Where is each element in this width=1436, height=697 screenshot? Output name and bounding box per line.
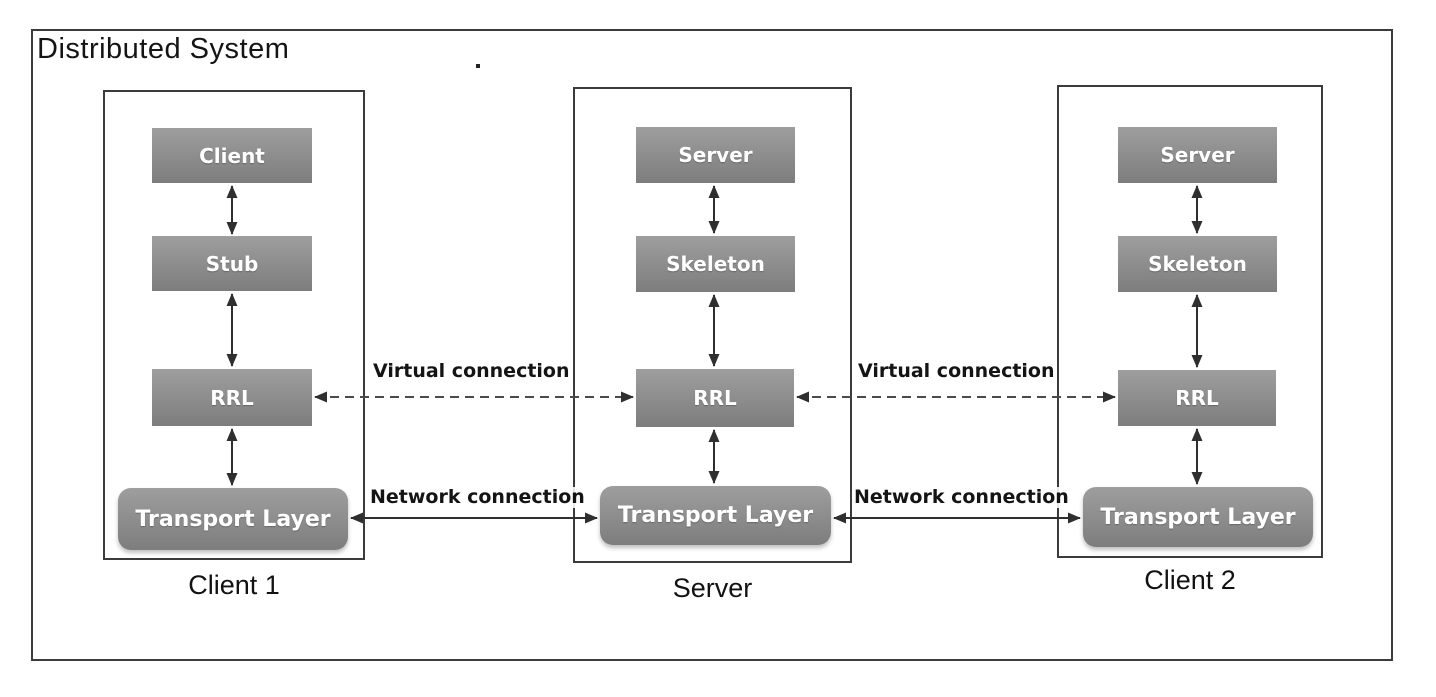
node-transport-layer-client2: Transport Layer — [1083, 487, 1313, 547]
node-skeleton-client2: Skeleton — [1118, 236, 1277, 292]
virtual-connection-label-1: Virtual connection — [371, 360, 572, 382]
column-label-client1: Client 1 — [188, 570, 280, 600]
node-skeleton-mid: Skeleton — [636, 236, 795, 292]
virtual-connection-label-2: Virtual connection — [856, 360, 1057, 382]
node-rrl-client1: RRL — [152, 369, 312, 426]
node-transport-layer-client1: Transport Layer — [118, 488, 348, 550]
diagram-title: Distributed System — [37, 33, 290, 65]
column-label-server: Server — [672, 573, 753, 603]
node-rrl-client2: RRL — [1118, 370, 1276, 426]
node-stub: Stub — [152, 236, 312, 291]
column-label-client2: Client 2 — [1144, 565, 1236, 595]
node-client: Client — [152, 128, 312, 183]
stray-dot — [476, 64, 480, 68]
network-connection-label-2: Network connection — [852, 486, 1071, 508]
node-server-client2: Server — [1118, 127, 1277, 183]
node-server-mid: Server — [636, 127, 795, 183]
network-connection-label-1: Network connection — [368, 486, 587, 508]
node-transport-layer-mid: Transport Layer — [600, 486, 831, 545]
node-rrl-mid: RRL — [636, 369, 794, 427]
